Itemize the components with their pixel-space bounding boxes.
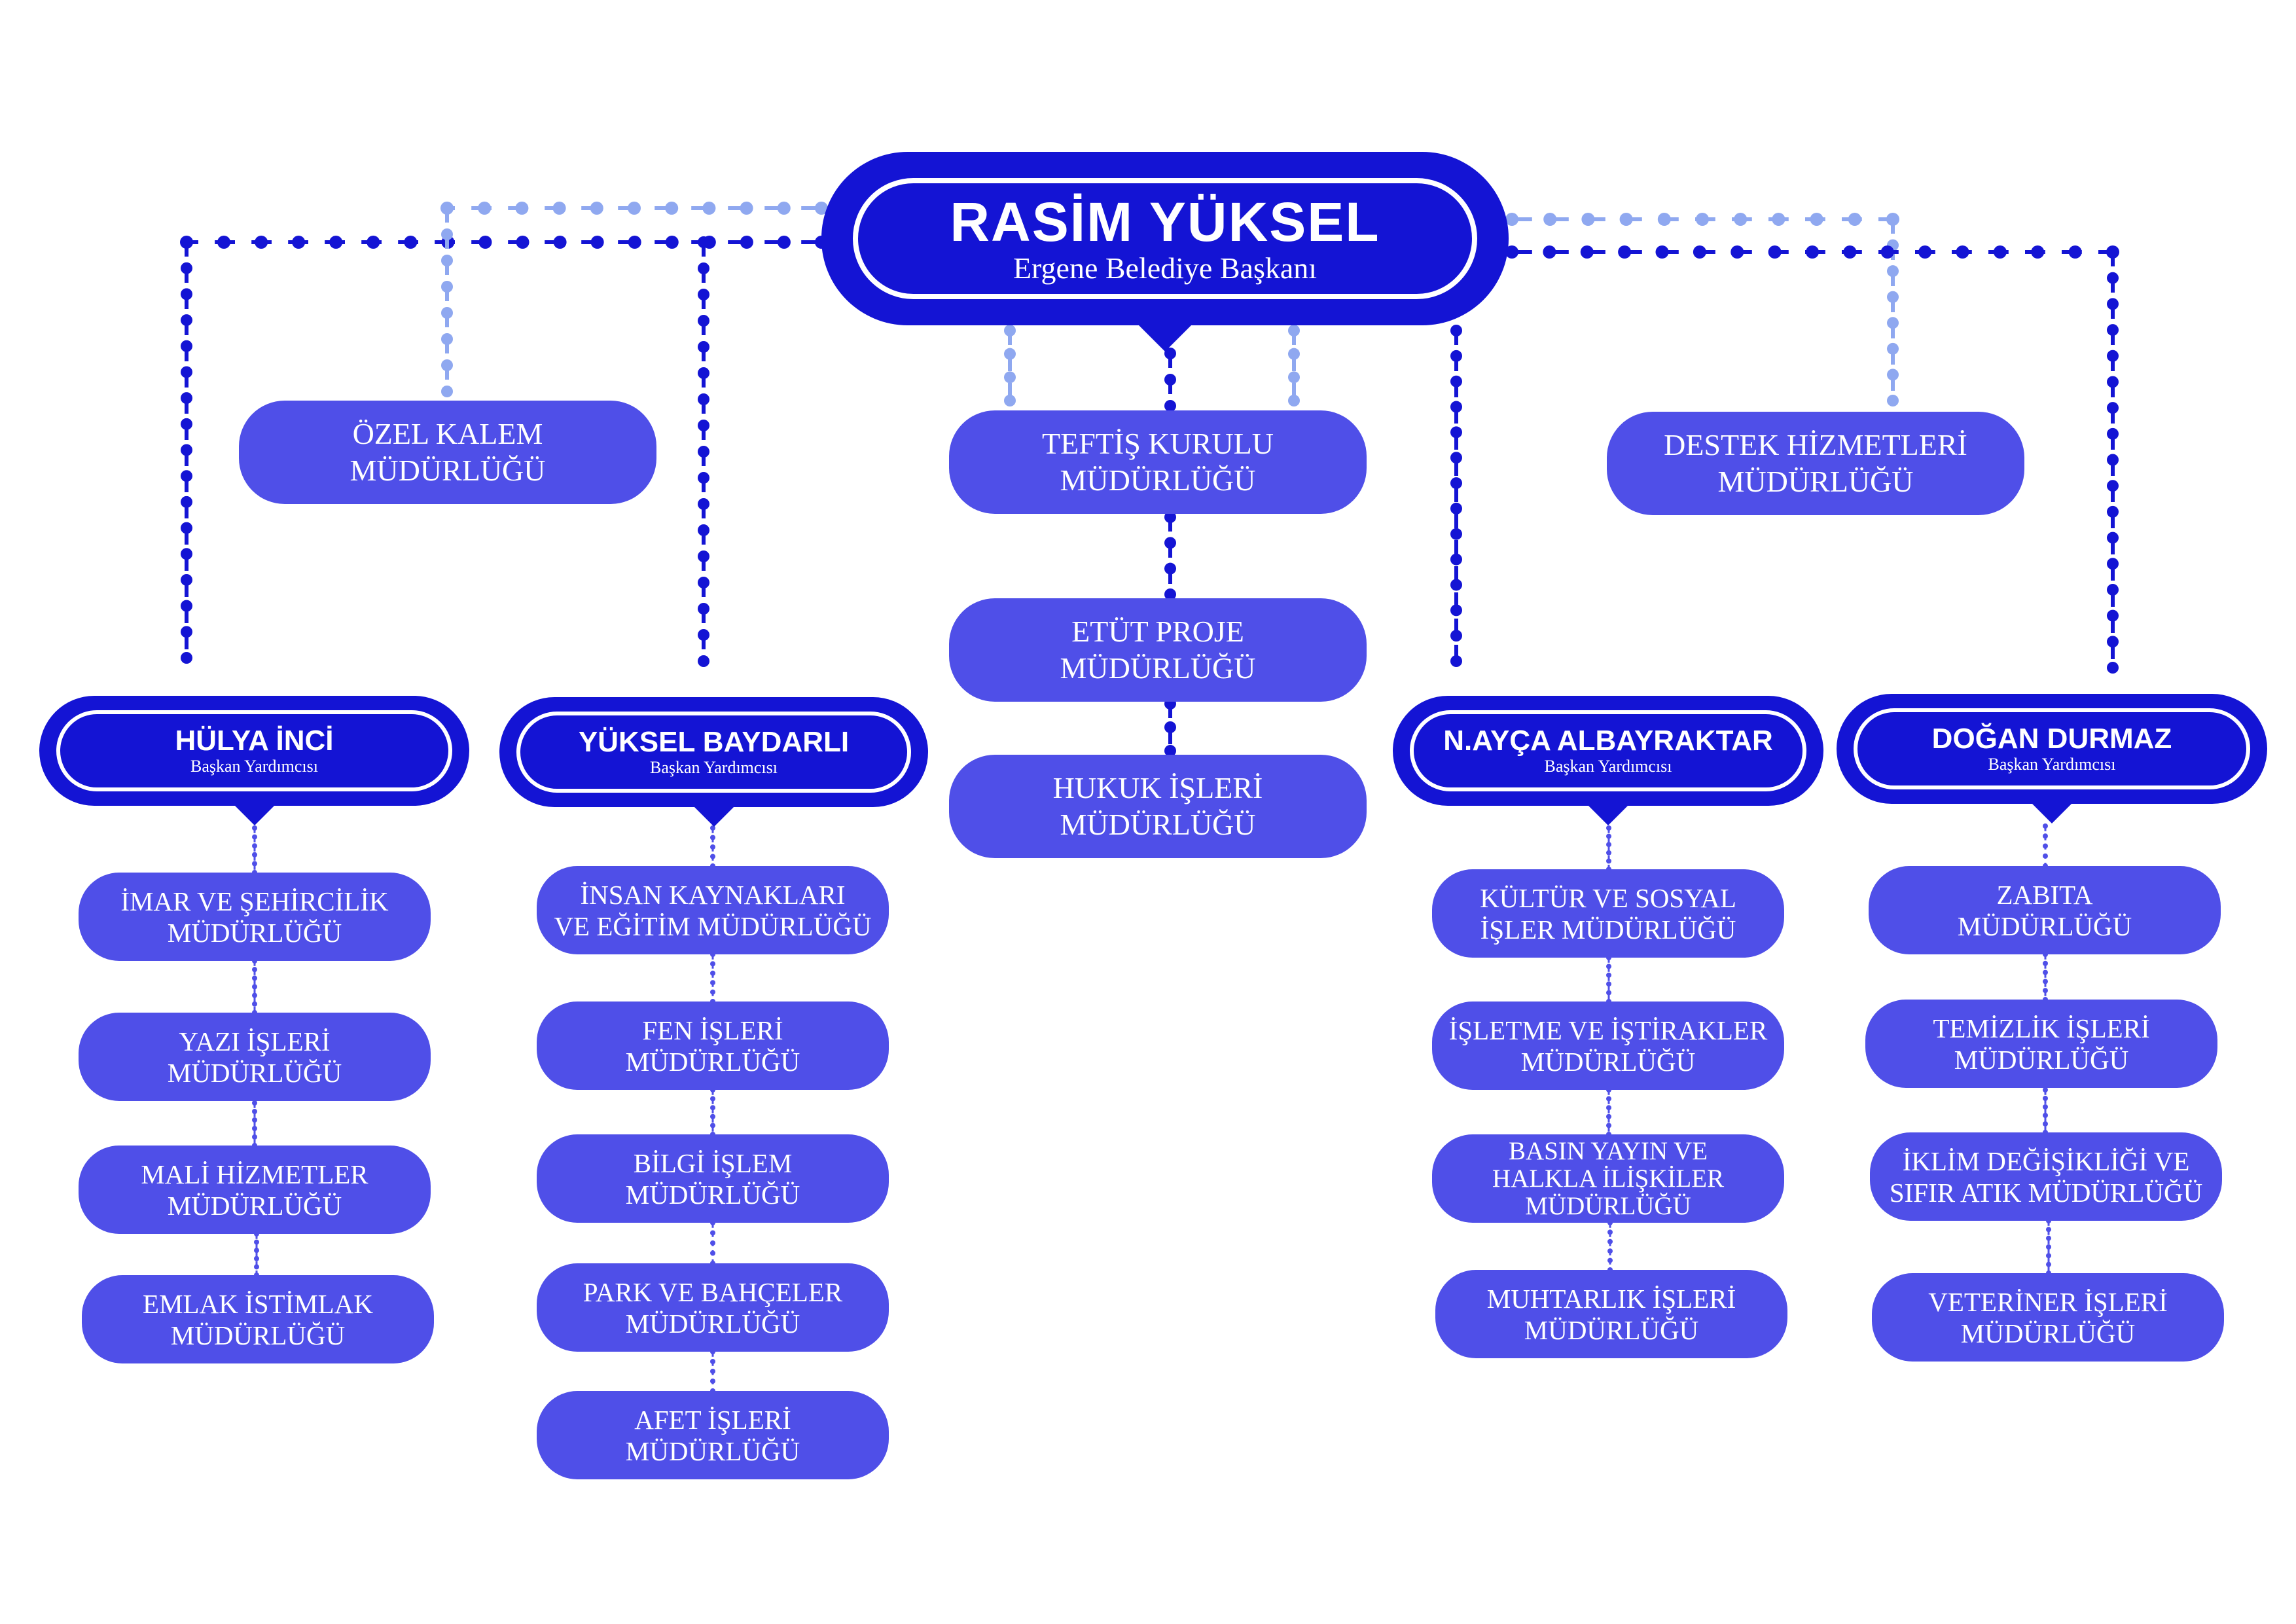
unit-label-line1: YAZI İŞLERİ (179, 1026, 331, 1056)
unit-label-line1: PARK VE BAHÇELER (583, 1276, 843, 1307)
unit-label-line1: BİLGİ İŞLEM (633, 1147, 793, 1178)
unit-label-line1: BASIN YAYIN VE (1508, 1136, 1708, 1165)
unit-isletme-istirakler: İŞLETME VE İŞTİRAKLER MÜDÜRLÜĞÜ (1432, 1001, 1784, 1090)
unit-label-line1: TEMİZLİK İŞLERİ (1933, 1013, 2150, 1043)
unit-ozel-kalem: ÖZEL KALEM MÜDÜRLÜĞÜ (239, 401, 656, 504)
unit-veteriner-isleri: VETERİNER İŞLERİ MÜDÜRLÜĞÜ (1872, 1273, 2224, 1362)
mayor-name: RASİM YÜKSEL (950, 190, 1380, 253)
unit-label-line2: MÜDÜRLÜĞÜ (1060, 808, 1256, 841)
unit-label-line1: MUHTARLIK İŞLERİ (1486, 1283, 1736, 1314)
unit-temizlik-isleri: TEMİZLİK İŞLERİ MÜDÜRLÜĞÜ (1865, 1000, 2217, 1088)
unit-destek-hizmetleri: DESTEK HİZMETLERİ MÜDÜRLÜĞÜ (1607, 412, 2024, 515)
unit-label-line1: MALİ HİZMETLER (141, 1159, 368, 1189)
unit-label-line2: MÜDÜRLÜĞÜ (167, 917, 342, 948)
unit-fen-isleri: FEN İŞLERİ MÜDÜRLÜĞÜ (537, 1001, 889, 1090)
unit-bilgi-islem: BİLGİ İŞLEM MÜDÜRLÜĞÜ (537, 1134, 889, 1223)
deputy-role: Başkan Yardımcısı (1544, 757, 1672, 776)
unit-label-line2: İŞLER MÜDÜRLÜĞÜ (1480, 914, 1736, 945)
deputy-name: DOĞAN DURMAZ (1931, 723, 2172, 755)
unit-label-line2: VE EĞİTİM MÜDÜRLÜĞÜ (554, 911, 872, 941)
unit-label-line1: TEFTİŞ KURULU (1042, 427, 1274, 460)
unit-hukuk-isleri: HUKUK İŞLERİ MÜDÜRLÜĞÜ (949, 755, 1367, 858)
unit-label-line1: İMAR VE ŞEHİRCİLİK (120, 886, 389, 916)
unit-label-line1: AFET İŞLERİ (634, 1404, 791, 1435)
unit-label-line2: MÜDÜRLÜĞÜ (350, 454, 546, 487)
unit-label-line2: HALKLA İLİŞKİLER (1492, 1164, 1725, 1193)
deputy-role: Başkan Yardımcısı (650, 758, 778, 777)
unit-insan-kaynaklari: İNSAN KAYNAKLARI VE EĞİTİM MÜDÜRLÜĞÜ (537, 866, 889, 954)
unit-label-line1: VETERİNER İŞLERİ (1928, 1286, 2168, 1317)
unit-label-line1: İŞLETME VE İŞTİRAKLER (1448, 1015, 1768, 1045)
unit-emlak-istimlak: EMLAK İSTİMLAK MÜDÜRLÜĞÜ (82, 1275, 434, 1363)
unit-label-line2: MÜDÜRLÜĞÜ (1960, 1318, 2136, 1348)
unit-label-line2: SIFIR ATIK MÜDÜRLÜĞÜ (1889, 1177, 2203, 1208)
unit-label-line2: MÜDÜRLÜĞÜ (625, 1435, 800, 1466)
mayor-node: RASİM YÜKSEL Ergene Belediye Başkanı (821, 152, 1509, 352)
deputy-ayca-albayraktar: N.AYÇA ALBAYRAKTAR Başkan Yardımcısı (1393, 696, 1823, 825)
unit-teftis-kurulu: TEFTİŞ KURULU MÜDÜRLÜĞÜ (949, 410, 1367, 514)
unit-label-line1: DESTEK HİZMETLERİ (1664, 428, 1967, 461)
unit-label-line2: MÜDÜRLÜĞÜ (625, 1308, 800, 1339)
unit-park-bahceler: PARK VE BAHÇELER MÜDÜRLÜĞÜ (537, 1263, 889, 1352)
unit-muhtarlik-isleri: MUHTARLIK İŞLERİ MÜDÜRLÜĞÜ (1435, 1270, 1787, 1358)
unit-label-line1: İKLİM DEĞİŞİKLİĞİ VE (1902, 1146, 2190, 1176)
unit-label-line2: MÜDÜRLÜĞÜ (167, 1057, 342, 1088)
unit-label-line1: İNSAN KAYNAKLARI (580, 879, 846, 910)
unit-zabita: ZABITA MÜDÜRLÜĞÜ (1869, 866, 2221, 954)
deputy-role: Başkan Yardımcısı (1988, 755, 2116, 774)
unit-label-line2: MÜDÜRLÜĞÜ (1524, 1314, 1699, 1345)
unit-label-line1: ZABITA (1996, 879, 2093, 910)
unit-label-line1: FEN İŞLERİ (642, 1015, 783, 1045)
unit-yazi-isleri: YAZI İŞLERİ MÜDÜRLÜĞÜ (79, 1013, 431, 1101)
deputy-name: YÜKSEL BAYDARLI (578, 726, 850, 758)
unit-label-line3: MÜDÜRLÜĞÜ (1525, 1191, 1691, 1220)
unit-label-line1: ETÜT PROJE (1071, 615, 1244, 648)
deputy-name: N.AYÇA ALBAYRAKTAR (1443, 725, 1773, 757)
unit-mali-hizmetler: MALİ HİZMETLER MÜDÜRLÜĞÜ (79, 1146, 431, 1234)
unit-afet-isleri: AFET İŞLERİ MÜDÜRLÜĞÜ (537, 1391, 889, 1479)
deputy-name: HÜLYA İNCİ (175, 725, 334, 757)
unit-label-line2: MÜDÜRLÜĞÜ (170, 1320, 346, 1350)
unit-etut-proje: ETÜT PROJE MÜDÜRLÜĞÜ (949, 598, 1367, 702)
unit-label-line2: MÜDÜRLÜĞÜ (1954, 1044, 2129, 1075)
unit-label-line2: MÜDÜRLÜĞÜ (1717, 465, 1914, 498)
mayor-title: Ergene Belediye Başkanı (1013, 251, 1318, 285)
unit-label-line1: HUKUK İŞLERİ (1052, 771, 1263, 804)
unit-label-line2: MÜDÜRLÜĞÜ (1060, 651, 1256, 685)
unit-label-line2: MÜDÜRLÜĞÜ (1957, 911, 2132, 941)
unit-label-line2: MÜDÜRLÜĞÜ (625, 1179, 800, 1210)
unit-iklim-degisikligi: İKLİM DEĞİŞİKLİĞİ VE SIFIR ATIK MÜDÜRLÜĞ… (1870, 1132, 2222, 1221)
unit-label-line1: EMLAK İSTİMLAK (143, 1288, 373, 1319)
unit-label-line2: MÜDÜRLÜĞÜ (167, 1190, 342, 1221)
unit-label-line2: MÜDÜRLÜĞÜ (1060, 463, 1256, 497)
unit-label-line2: MÜDÜRLÜĞÜ (1520, 1046, 1696, 1077)
deputy-role: Başkan Yardımcısı (190, 757, 318, 776)
unit-label-line2: MÜDÜRLÜĞÜ (625, 1046, 800, 1077)
unit-label-line1: ÖZEL KALEM (352, 417, 543, 450)
deputy-dogan-durmaz: DOĞAN DURMAZ Başkan Yardımcısı (1837, 694, 2267, 823)
unit-label-line1: KÜLTÜR VE SOSYAL (1480, 882, 1736, 913)
unit-kultur-sosyal: KÜLTÜR VE SOSYAL İŞLER MÜDÜRLÜĞÜ (1432, 869, 1784, 958)
unit-basin-yayin: BASIN YAYIN VE HALKLA İLİŞKİLER MÜDÜRLÜĞ… (1432, 1134, 1784, 1223)
deputy-hulya-inci: HÜLYA İNCİ Başkan Yardımcısı (39, 696, 469, 825)
unit-imar-sehircilik: İMAR VE ŞEHİRCİLİK MÜDÜRLÜĞÜ (79, 873, 431, 961)
deputy-yuksel-baydarli: YÜKSEL BAYDARLI Başkan Yardımcısı (499, 697, 928, 827)
